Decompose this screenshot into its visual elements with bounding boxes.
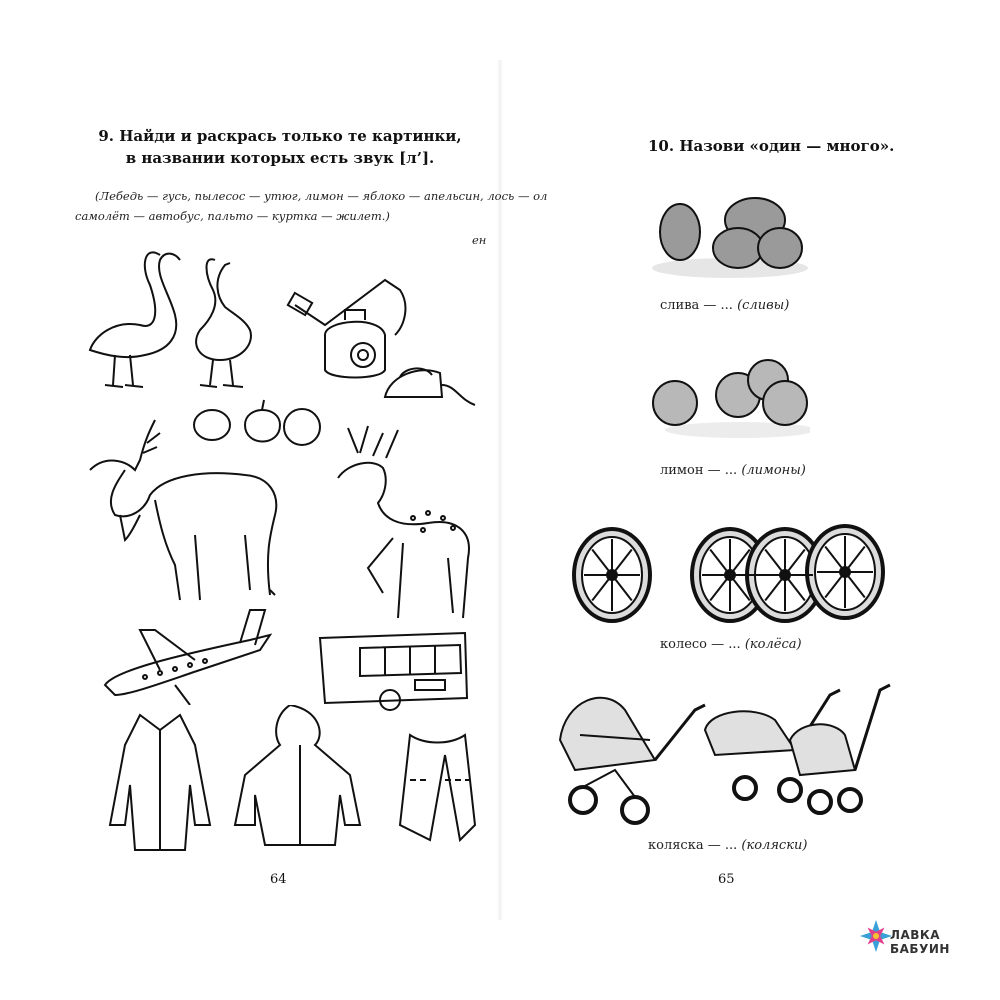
task-10-title: 10. Назови «один — много». (648, 137, 895, 155)
lemons-illustration (652, 359, 810, 438)
bus-illustration (318, 631, 469, 711)
lemon-apple-orange-illustration (193, 399, 321, 446)
caption-plum-answer: (сливы) (737, 298, 790, 313)
wheels-illustration (572, 524, 885, 623)
book-gutter (497, 60, 503, 920)
vacuum-cleaner-illustration (286, 278, 407, 379)
caption-lemon-answer: (лимоны) (741, 463, 806, 478)
swan-and-goose-illustration (88, 251, 252, 388)
caption-stroller-word: коляска — ... (648, 838, 738, 853)
caption-stroller-answer: (коляски) (741, 838, 808, 853)
caption-stroller: коляска — ... (коляски) (648, 838, 807, 853)
wheel-hub (606, 569, 618, 581)
task-9-instruction-line2: самолёт — автобус, пальто — куртка — жил… (75, 209, 390, 223)
moose-illustration (89, 419, 278, 601)
task-9-title-line2: в названии которых есть звук [л’]. (125, 149, 435, 167)
page-number-right: 65 (718, 872, 735, 887)
caption-plum: слива — ... (сливы) (660, 298, 789, 313)
wheel-hub (779, 569, 791, 581)
wheel-hub (839, 566, 851, 578)
caption-wheel-answer: (колёса) (744, 637, 802, 652)
caption-plum-word: слива — ... (660, 298, 733, 313)
page-number-left: 64 (270, 872, 287, 887)
stray-text: ен (472, 233, 487, 247)
coat-jacket-vest-illustration (108, 705, 477, 851)
airplane-illustration (103, 609, 273, 705)
star-logo-icon (860, 920, 892, 952)
caption-lemon: лимон — ... (лимоны) (660, 463, 806, 478)
task-9-instruction-line1: (Лебедь — гусь, пылесос — утюг, лимон — … (95, 189, 548, 203)
task-9-title: 9. Найди и раскрась только те картинки, … (95, 125, 465, 169)
caption-lemon-word: лимон — ... (660, 463, 738, 478)
watermark-text: ЛАВКА БАБУИН (890, 928, 950, 956)
task-9-title-line1: 9. Найди и раскрась только те картинки, (98, 127, 462, 145)
caption-wheel: колесо — ... (колёса) (660, 637, 802, 652)
strollers-illustration (558, 683, 891, 825)
iron-illustration (383, 367, 476, 406)
plums-illustration (652, 197, 808, 278)
deer-illustration (337, 425, 470, 619)
wheel-hub (724, 569, 736, 581)
caption-wheel-word: колесо — ... (660, 637, 741, 652)
